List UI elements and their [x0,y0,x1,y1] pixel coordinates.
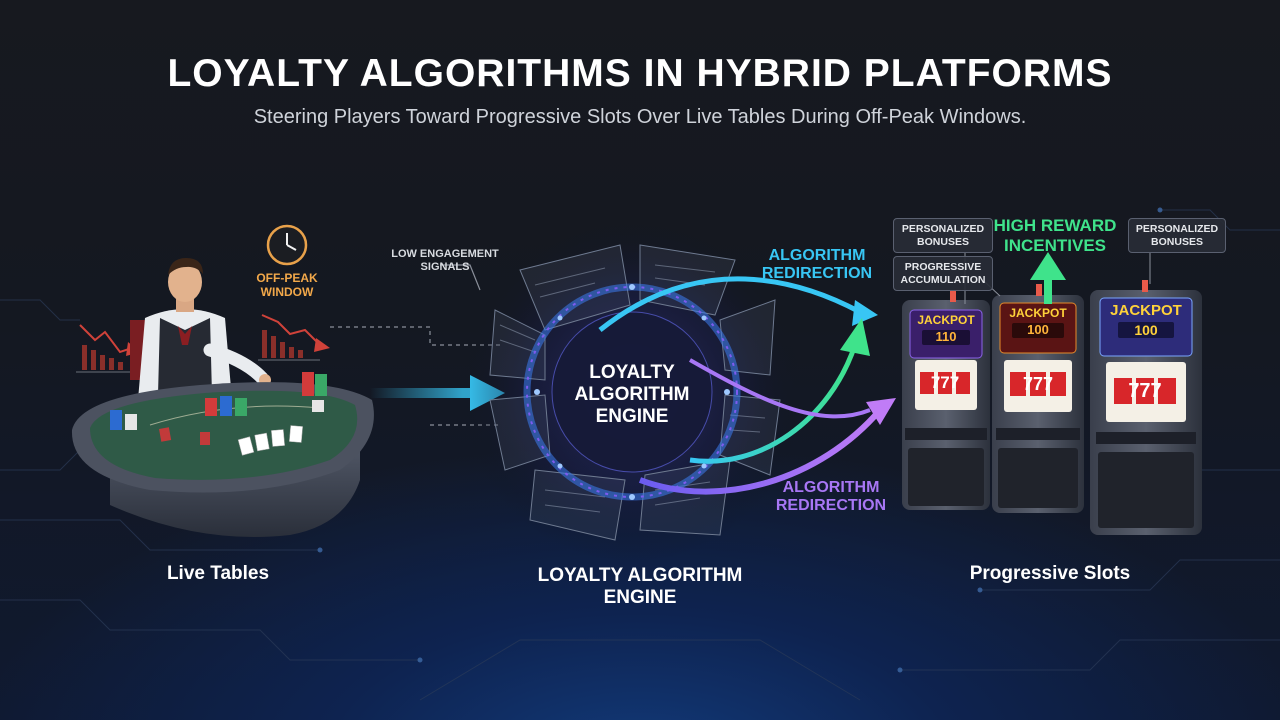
low-engagement-signals-label: LOW ENGAGEMENT SIGNALS [391,248,499,273]
algorithm-redirection-top-label: ALGORITHM REDIRECTION [761,247,873,283]
live-table-scene [71,224,374,537]
jackpot-amount-3: 100 [1118,322,1174,339]
progressive-slots-label: Progressive Slots [969,563,1131,584]
personalized-bonuses-tag-right: PERSONALIZED BONUSES [1128,218,1226,254]
redirection-arcs [598,276,896,495]
jackpot-amount-1: 110 [922,329,970,345]
reel-text-2: 777 [1022,374,1054,394]
jackpot-amount-2: 100 [1012,322,1064,338]
progressive-accumulation-tag: PROGRESSIVE ACCUMULATION [893,256,993,292]
high-reward-incentives-label: HIGH REWARD INCENTIVES [993,216,1117,255]
circuit-lines [0,209,1280,701]
code-fragments [489,244,781,541]
reel-text-3: 777 [1128,380,1162,402]
reel-text-1: 777 [930,373,960,392]
jackpot-text-3: JACKPOT [1110,302,1182,319]
personalized-bonuses-tag-left: PERSONALIZED BONUSES [893,218,993,254]
high-reward-arrow [1030,252,1066,304]
slot-machines [902,252,1202,535]
jackpot-text-2: JACKPOT [1009,306,1067,320]
off-peak-window-label: OFF-PEAK WINDOW [256,271,318,299]
algorithm-redirection-bottom-label: ALGORITHM REDIRECTION [775,479,887,515]
live-tables-label: Live Tables [166,563,270,584]
page-subtitle: Steering Players Toward Progressive Slot… [253,106,1027,128]
jackpot-text-1: JACKPOT [917,313,975,327]
page-title: LOYALTY ALGORITHMS IN HYBRID PLATFORMS [167,52,1113,95]
engine-caption: LOYALTY ALGORITHM ENGINE [537,565,743,608]
engine-center-label: LOYALTY ALGORITHM ENGINE [574,362,690,427]
